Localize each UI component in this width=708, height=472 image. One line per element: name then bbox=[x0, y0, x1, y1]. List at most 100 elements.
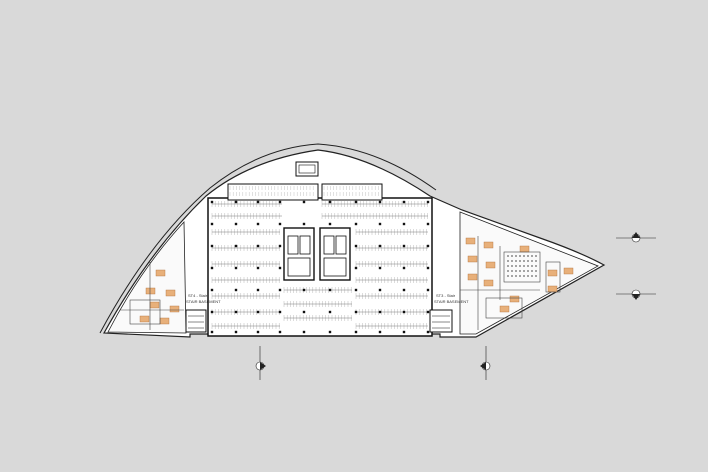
seat bbox=[511, 260, 513, 262]
column bbox=[256, 200, 260, 204]
seat bbox=[507, 275, 509, 277]
column bbox=[278, 330, 282, 334]
column bbox=[378, 330, 382, 334]
seat bbox=[531, 275, 533, 277]
column bbox=[328, 288, 332, 292]
column bbox=[210, 330, 214, 334]
west-stair bbox=[185, 309, 207, 333]
seat bbox=[535, 275, 537, 277]
west-wing-desks bbox=[139, 269, 180, 325]
seat bbox=[531, 265, 533, 267]
column bbox=[256, 310, 260, 314]
column bbox=[426, 330, 430, 334]
seat bbox=[527, 270, 529, 272]
column bbox=[234, 288, 238, 292]
column bbox=[378, 266, 382, 270]
desk bbox=[169, 305, 180, 313]
column bbox=[302, 310, 306, 314]
seat bbox=[511, 275, 513, 277]
column bbox=[234, 244, 238, 248]
column bbox=[426, 200, 430, 204]
desk bbox=[483, 279, 494, 287]
desk bbox=[139, 315, 150, 323]
column bbox=[256, 222, 260, 226]
column bbox=[354, 330, 358, 334]
column bbox=[426, 310, 430, 314]
seat bbox=[523, 265, 525, 267]
column bbox=[426, 244, 430, 248]
west-stair-label-1: ST4 - Stair bbox=[188, 293, 208, 298]
column bbox=[402, 330, 406, 334]
column bbox=[378, 222, 382, 226]
seat bbox=[519, 255, 521, 257]
seat bbox=[531, 255, 533, 257]
seat bbox=[519, 265, 521, 267]
east-stair-label-1: ST3 - Stair bbox=[436, 293, 456, 298]
column bbox=[256, 266, 260, 270]
west-stair-label-2: STAIR BASEMENT bbox=[186, 299, 221, 304]
desk bbox=[467, 255, 478, 263]
column bbox=[278, 244, 282, 248]
seat bbox=[515, 255, 517, 257]
desk bbox=[483, 241, 494, 249]
column bbox=[378, 200, 382, 204]
column bbox=[302, 330, 306, 334]
column bbox=[234, 200, 238, 204]
seat bbox=[507, 265, 509, 267]
seat bbox=[515, 275, 517, 277]
core-right bbox=[319, 227, 351, 281]
column bbox=[210, 200, 214, 204]
column bbox=[256, 330, 260, 334]
column bbox=[278, 200, 282, 204]
column bbox=[256, 288, 260, 292]
west-wing-partitions bbox=[120, 262, 184, 330]
parking-stalls bbox=[211, 186, 428, 329]
column bbox=[402, 266, 406, 270]
column bbox=[354, 244, 358, 248]
column bbox=[354, 222, 358, 226]
desk bbox=[467, 273, 478, 281]
column bbox=[354, 288, 358, 292]
seat bbox=[519, 260, 521, 262]
column bbox=[378, 288, 382, 292]
column bbox=[256, 244, 260, 248]
column bbox=[402, 244, 406, 248]
desk bbox=[145, 287, 156, 295]
column bbox=[210, 310, 214, 314]
column bbox=[402, 310, 406, 314]
desk bbox=[159, 317, 170, 325]
seat bbox=[515, 265, 517, 267]
desk bbox=[485, 261, 496, 269]
column bbox=[378, 244, 382, 248]
desk bbox=[499, 305, 510, 313]
seat bbox=[531, 260, 533, 262]
seat bbox=[507, 270, 509, 272]
column bbox=[278, 310, 282, 314]
seat bbox=[519, 270, 521, 272]
seat bbox=[507, 260, 509, 262]
seat bbox=[527, 265, 529, 267]
seat bbox=[523, 260, 525, 262]
column bbox=[354, 266, 358, 270]
seat bbox=[511, 270, 513, 272]
desk bbox=[465, 237, 476, 245]
seat bbox=[527, 255, 529, 257]
column bbox=[426, 288, 430, 292]
column bbox=[302, 200, 306, 204]
east-stair-label-2: STAIR BASEMENT bbox=[434, 299, 469, 304]
seat bbox=[535, 265, 537, 267]
column bbox=[210, 288, 214, 292]
desk bbox=[165, 289, 176, 297]
column bbox=[354, 310, 358, 314]
west-wing bbox=[107, 220, 187, 334]
column bbox=[210, 244, 214, 248]
section-marker-mid-right bbox=[616, 289, 656, 300]
desk bbox=[519, 245, 530, 253]
column bbox=[402, 200, 406, 204]
column bbox=[328, 200, 332, 204]
seat bbox=[535, 255, 537, 257]
column bbox=[328, 310, 332, 314]
column bbox=[402, 288, 406, 292]
